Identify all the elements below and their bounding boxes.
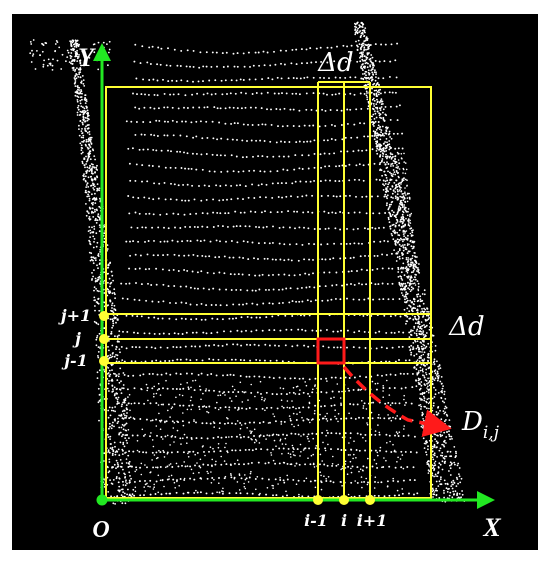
tick-dot-i-minus-1 (313, 495, 323, 505)
tick-label-i: i (341, 511, 347, 530)
tick-dot-j-minus-1 (99, 356, 109, 366)
tick-dot-j-plus-1 (99, 311, 109, 321)
delta-d-top-label: Δd (317, 48, 353, 78)
grid-bounding-box (105, 86, 432, 499)
cell-to-label-arrow (342, 365, 452, 437)
tick-dot-i-plus-1 (365, 495, 375, 505)
delta-d-right-label: Δd (448, 312, 484, 342)
tick-label-j-plus-1: j+1 (58, 306, 91, 325)
d-ij-label: Di,j (461, 407, 500, 443)
black-panel (12, 14, 538, 550)
tick-label-j-minus-1: j-1 (61, 351, 88, 370)
origin-label: O (92, 517, 109, 543)
d-ij-subscript: i,j (483, 423, 500, 443)
x-axis-label: X (482, 513, 501, 542)
origin-dot (96, 494, 108, 506)
tick-label-i-minus-1: i-1 (304, 511, 328, 530)
highlighted-cell (316, 337, 346, 365)
tick-dots (99, 311, 375, 505)
tick-dot-i (339, 495, 349, 505)
grid (105, 81, 432, 500)
tick-label-j: j (72, 329, 81, 348)
y-axis-label: Y (78, 43, 96, 72)
axes (93, 43, 495, 509)
tick-dot-j (99, 334, 109, 344)
tick-label-i-plus-1: i+1 (357, 511, 388, 530)
d-ij-main: D (461, 407, 483, 437)
